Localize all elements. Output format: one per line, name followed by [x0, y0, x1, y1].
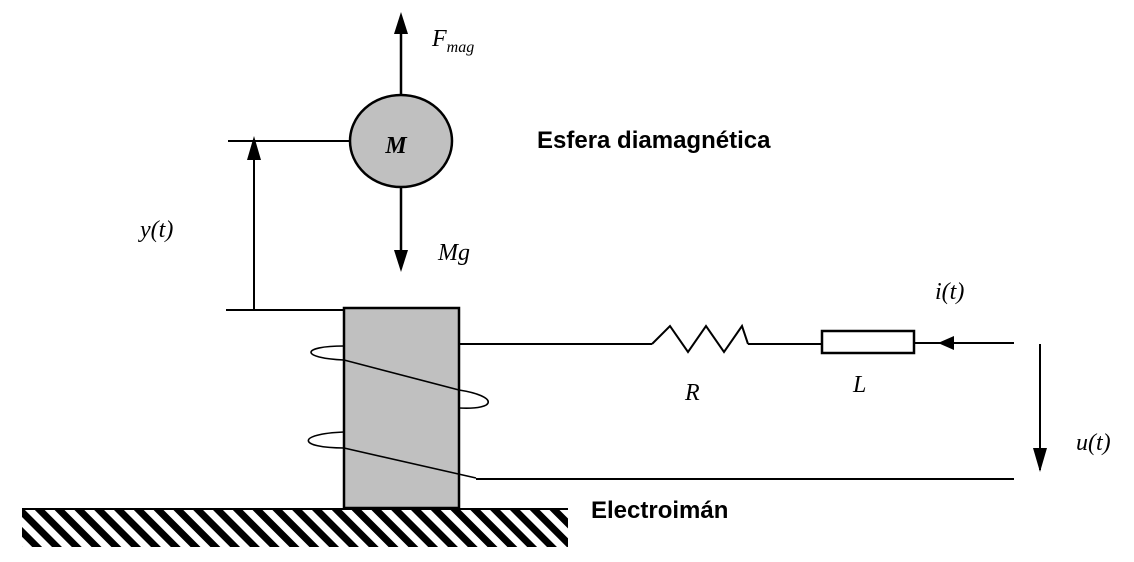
- coil-back-lower: [307, 431, 345, 449]
- position-label: y(t): [138, 217, 173, 243]
- voltage-arrowhead: [1033, 448, 1047, 472]
- coil-front-lower: [343, 447, 477, 479]
- position-arrowhead: [247, 136, 261, 160]
- coil-right-upper: [458, 389, 490, 409]
- resistor-symbol: [651, 323, 749, 354]
- resistor-label: R: [684, 380, 700, 406]
- mass-label: M: [384, 133, 408, 159]
- current-label: i(t): [935, 279, 964, 305]
- magnetic-force-symbol: F: [431, 26, 447, 52]
- sphere: [348, 93, 454, 189]
- coil-front-upper: [343, 359, 460, 391]
- magnetic-force-subscript: mag: [447, 39, 475, 56]
- sphere-caption: Esfera diamagnética: [537, 127, 771, 154]
- gravity-force-arrowhead: [394, 250, 408, 272]
- current-arrowhead: [938, 336, 954, 350]
- ground-hatch: [22, 509, 568, 547]
- magnetic-force-arrowhead: [394, 12, 408, 34]
- magnetic-force-label: Fmag: [431, 26, 474, 56]
- electromagnet-core: [342, 306, 461, 510]
- coil-back-upper: [310, 345, 345, 361]
- voltage-label: u(t): [1076, 430, 1111, 456]
- magnet-caption: Electroimán: [591, 497, 728, 524]
- inductor-symbol: [820, 329, 916, 355]
- inductor-label: L: [852, 372, 866, 398]
- gravity-force-label: Mg: [437, 240, 470, 266]
